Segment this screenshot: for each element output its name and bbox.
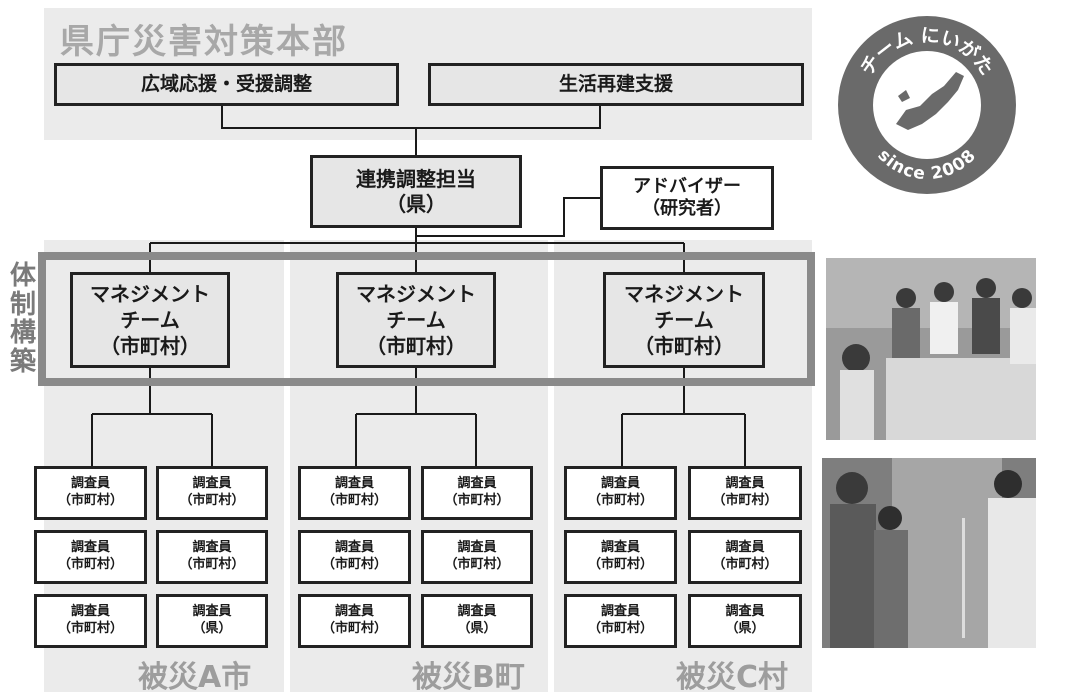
area-label-a: 被災A市 (138, 660, 252, 695)
mgmt-label: マネジメント (624, 282, 744, 306)
investigator-label: 調査員 (192, 604, 232, 620)
investigator-box: 調査員 （市町村） (298, 594, 411, 648)
investigator-box: 調査員 （県） (156, 594, 268, 648)
coordinator-label: 連携調整担当 (356, 166, 476, 191)
hq-title: 県庁災害対策本部 (60, 22, 348, 62)
mgmt-team-a: マネジメント チーム （市町村） (70, 272, 230, 368)
investigator-box: 調査員 （市町村） (34, 594, 147, 648)
area-label-b: 被災B町 (412, 660, 525, 695)
investigator-label: 調査員 (334, 604, 374, 620)
structure-vertical-label: 体 制 構 築 (8, 262, 38, 376)
investigator-label: 調査員 (725, 604, 765, 620)
investigator-affiliation: （市町村） (712, 493, 778, 508)
investigator-box: 調査員 （市町村） (34, 466, 147, 520)
mgmt-label: チーム (120, 308, 180, 332)
investigator-box: 調査員 （市町村） (298, 466, 411, 520)
investigator-box: 調査員 （市町村） (421, 466, 533, 520)
investigator-box: 調査員 （市町村） (688, 466, 802, 520)
sado-island-icon (898, 90, 910, 102)
investigator-label: 調査員 (334, 540, 374, 556)
investigator-affiliation: （市町村） (444, 493, 510, 508)
mgmt-affiliation: （市町村） (366, 334, 466, 358)
investigator-affiliation: （市町村） (179, 493, 245, 508)
advisor-box: アドバイザー （研究者） (600, 166, 774, 230)
mgmt-label: マネジメント (356, 282, 476, 306)
advisor-affiliation: （研究者） (642, 198, 732, 219)
vertical-char: 築 (9, 346, 36, 377)
investigator-label: 調査員 (600, 476, 640, 492)
investigator-box: 調査員 （県） (421, 594, 533, 648)
investigator-box: 調査員 （市町村） (564, 594, 677, 648)
investigator-label: 調査員 (70, 540, 110, 556)
investigator-affiliation: （県） (457, 621, 497, 636)
mgmt-affiliation: （市町村） (634, 334, 734, 358)
investigator-box: 調査員 （市町村） (34, 530, 147, 584)
investigator-box: 調査員 （市町村） (564, 466, 677, 520)
investigator-label: 調査員 (600, 604, 640, 620)
investigator-affiliation: （市町村） (57, 621, 123, 636)
photo-meeting-illustration (826, 258, 1036, 440)
hq-box-livelihood-support: 生活再建支援 (428, 63, 804, 106)
photo-team-meeting (826, 258, 1036, 440)
vertical-char: 制 (9, 289, 36, 320)
investigator-label: 調査員 (192, 540, 232, 556)
investigator-box: 調査員 （市町村） (298, 530, 411, 584)
hq-box-wide-area-support: 広域応援・受援調整 (54, 63, 399, 106)
hq-box-left-label: 広域応援・受援調整 (140, 72, 312, 95)
investigator-label: 調査員 (725, 540, 765, 556)
niigata-map-icon (896, 72, 964, 130)
investigator-affiliation: （県） (725, 621, 765, 636)
coordinator-box: 連携調整担当 （県） (310, 155, 522, 228)
investigator-affiliation: （市町村） (712, 557, 778, 572)
investigator-box: 調査員 （県） (688, 594, 802, 648)
vertical-char: 体 (9, 261, 36, 291)
investigator-label: 調査員 (725, 476, 765, 492)
photo-investigation-illustration (822, 458, 1036, 648)
investigator-affiliation: （市町村） (57, 493, 123, 508)
investigator-affiliation: （市町村） (321, 557, 387, 572)
mgmt-affiliation: （市町村） (100, 334, 200, 358)
team-niigata-logo: チーム にいがた since 2008 (838, 16, 1016, 194)
mgmt-label: マネジメント (90, 282, 210, 306)
investigator-label: 調査員 (70, 604, 110, 620)
investigator-box: 調査員 （市町村） (564, 530, 677, 584)
investigator-affiliation: （市町村） (321, 621, 387, 636)
structure-frame (38, 252, 815, 386)
investigator-label: 調査員 (334, 476, 374, 492)
coordinator-affiliation: （県） (386, 191, 446, 216)
investigator-box: 調査員 （市町村） (156, 466, 268, 520)
investigator-label: 調査員 (457, 476, 497, 492)
investigator-label: 調査員 (600, 540, 640, 556)
investigator-affiliation: （市町村） (321, 493, 387, 508)
investigator-label: 調査員 (457, 604, 497, 620)
investigator-box: 調査員 （市町村） (688, 530, 802, 584)
area-label-c: 被災C村 (676, 660, 789, 695)
photo-site-investigation (822, 458, 1036, 648)
investigator-label: 調査員 (70, 476, 110, 492)
investigator-affiliation: （市町村） (587, 557, 653, 572)
investigator-label: 調査員 (192, 476, 232, 492)
investigator-affiliation: （市町村） (587, 493, 653, 508)
mgmt-team-c: マネジメント チーム （市町村） (603, 272, 765, 368)
investigator-label: 調査員 (457, 540, 497, 556)
advisor-label: アドバイザー (633, 175, 741, 197)
investigator-affiliation: （市町村） (179, 557, 245, 572)
hq-box-right-label: 生活再建支援 (558, 72, 673, 95)
investigator-affiliation: （市町村） (587, 621, 653, 636)
investigator-affiliation: （県） (192, 621, 232, 636)
investigator-box: 調査員 （市町村） (421, 530, 533, 584)
investigator-affiliation: （市町村） (444, 557, 510, 572)
vertical-char: 構 (9, 318, 36, 349)
mgmt-team-b: マネジメント チーム （市町村） (336, 272, 496, 368)
investigator-box: 調査員 （市町村） (156, 530, 268, 584)
mgmt-label: チーム (386, 308, 446, 332)
mgmt-label: チーム (654, 308, 714, 332)
investigator-affiliation: （市町村） (57, 557, 123, 572)
